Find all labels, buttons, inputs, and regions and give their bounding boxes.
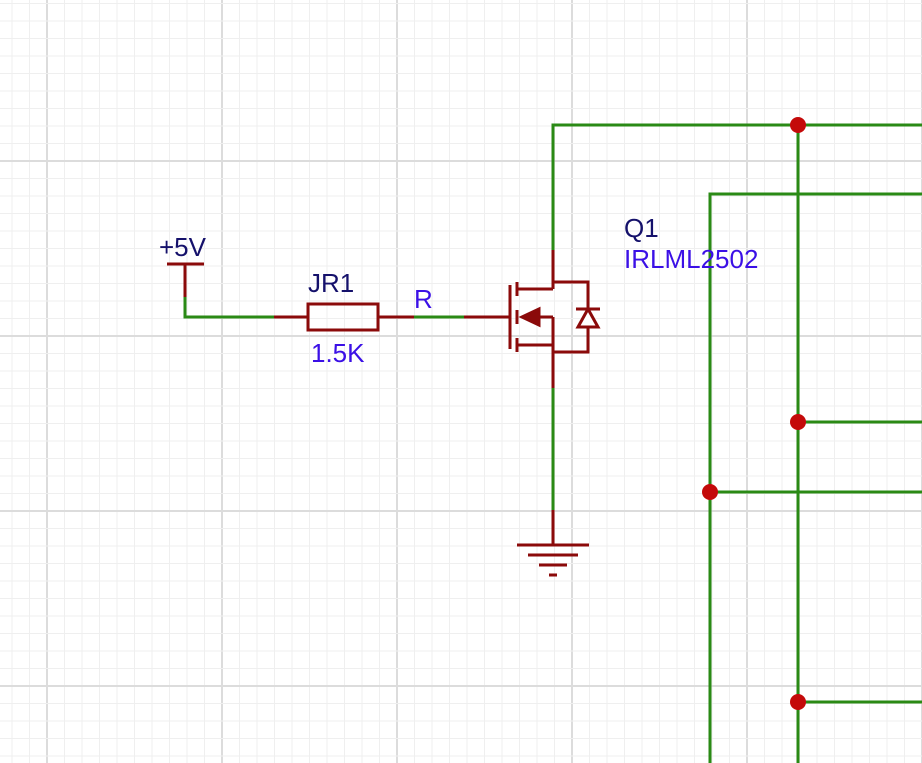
resistor-value: 1.5K bbox=[311, 338, 365, 368]
mosfet-part-number: IRLML2502 bbox=[624, 244, 758, 274]
net-label: R bbox=[414, 284, 433, 314]
ground-symbol[interactable] bbox=[517, 510, 589, 577]
power-symbol-5v[interactable] bbox=[167, 262, 204, 297]
wires bbox=[183, 123, 922, 763]
wire-vertical-bus-left[interactable] bbox=[708, 192, 922, 763]
mosfet-designator: Q1 bbox=[624, 213, 659, 243]
junction-dot bbox=[702, 484, 718, 500]
wire-5v-to-resistor[interactable] bbox=[183, 295, 276, 319]
resistor-designator: JR1 bbox=[308, 268, 354, 298]
junctions bbox=[702, 117, 806, 710]
junction-dot bbox=[790, 694, 806, 710]
resistor-jr1[interactable] bbox=[274, 302, 414, 332]
mosfet-q1[interactable] bbox=[464, 250, 601, 388]
junction-dot bbox=[790, 414, 806, 430]
junction-dot bbox=[790, 117, 806, 133]
power-label: +5V bbox=[159, 232, 207, 262]
